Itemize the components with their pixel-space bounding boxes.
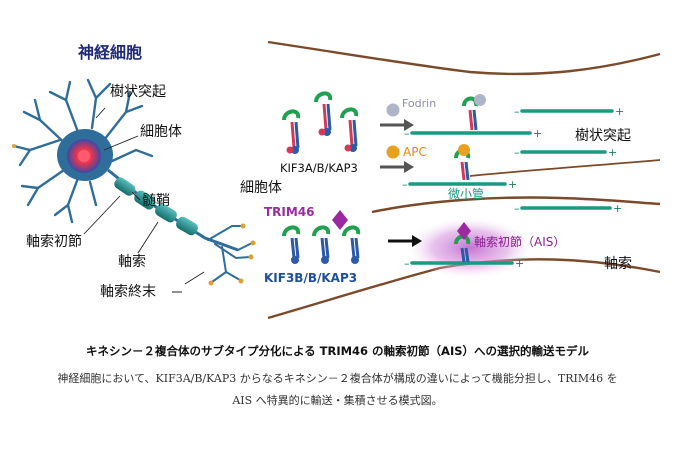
neuron-title: 神経細胞 <box>78 43 142 62</box>
label-axon-right: 軸索 <box>604 255 632 272</box>
svg-text:+: + <box>608 146 617 159</box>
label-axon-terminal: 軸索終末 <box>100 283 156 300</box>
terminal-buttons <box>12 144 256 286</box>
leader-lines <box>83 107 205 285</box>
svg-text:–: – <box>514 105 520 118</box>
transport-arrows <box>380 119 422 247</box>
label-kif3a-complex: KIF3A/B/KAP3 <box>280 161 358 175</box>
label-ais-region: 軸索初節（AIS） <box>474 234 565 249</box>
kinesin-motor <box>340 107 359 152</box>
svg-text:+: + <box>515 257 524 270</box>
label-cell-body-left: 細胞体 <box>140 124 182 140</box>
kinesin-kif3a-group <box>282 91 359 154</box>
svg-text:–: – <box>404 127 410 140</box>
kinesin-motor <box>342 225 361 264</box>
caption-line-2: AIS へ特異的に輸送・集積させる模式図。 <box>232 394 443 407</box>
svg-text:+: + <box>508 178 517 191</box>
kinesin-motor <box>314 91 333 136</box>
caption-title: キネシン－２複合体のサブタイプ分化による TRIM46 の軸索初節（AIS）への… <box>85 344 590 358</box>
myelin-sheath <box>114 177 198 236</box>
neuron-illustration <box>12 78 256 286</box>
caption-body: 神経細胞において、KIF3A/B/KAP3 からなるキネシン－２複合体が構成の違… <box>0 368 675 412</box>
kinesin-with-fodrin <box>462 94 486 131</box>
label-myelin: 髄鞘 <box>142 193 170 209</box>
microtubule-ends: – + – + – + – + – + – + <box>402 105 624 270</box>
label-apc: APC <box>403 145 427 159</box>
kinesin-motor <box>282 109 301 154</box>
label-trim46: TRIM46 <box>264 205 315 219</box>
label-ais-left: 軸索初節 <box>26 233 82 250</box>
svg-text:–: – <box>514 146 520 159</box>
svg-text:+: + <box>533 127 542 140</box>
kinesin-motor <box>312 225 331 264</box>
axon-terminals <box>207 225 253 283</box>
label-microtubule: 微小管 <box>448 186 484 201</box>
microtubules <box>408 109 614 265</box>
svg-text:–: – <box>404 257 410 270</box>
kinesin-kif3b-group <box>282 225 361 264</box>
fodrin-cargo-icon <box>386 103 400 117</box>
dendrites <box>12 78 154 224</box>
kinesin-with-apc <box>454 144 471 181</box>
label-axon-left: 軸索 <box>118 253 146 270</box>
svg-text:–: – <box>514 202 520 215</box>
trim46-cargo-icon <box>332 210 348 230</box>
label-kif3b-complex: KIF3B/B/KAP3 <box>264 271 357 285</box>
label-dendrite-right: 樹状突起 <box>575 128 631 144</box>
apc-cargo-icon <box>386 145 400 159</box>
svg-text:–: – <box>402 178 408 191</box>
label-cell-body-center: 細胞体 <box>240 180 282 196</box>
label-fodrin: Fodrin <box>402 97 436 110</box>
kinesin-motor <box>282 225 301 264</box>
svg-text:+: + <box>613 202 622 215</box>
caption-line-1: 神経細胞において、KIF3A/B/KAP3 からなるキネシン－２複合体が構成の違… <box>57 372 618 385</box>
model-figure: 神経細胞 樹状突起 細胞体 髄鞘 軸索初節 軸索 軸索終末 – + – + – … <box>12 40 661 320</box>
svg-text:+: + <box>615 105 624 118</box>
kinesin-with-trim46 <box>454 222 471 263</box>
label-dendrite-left: 樹状突起 <box>110 84 166 100</box>
